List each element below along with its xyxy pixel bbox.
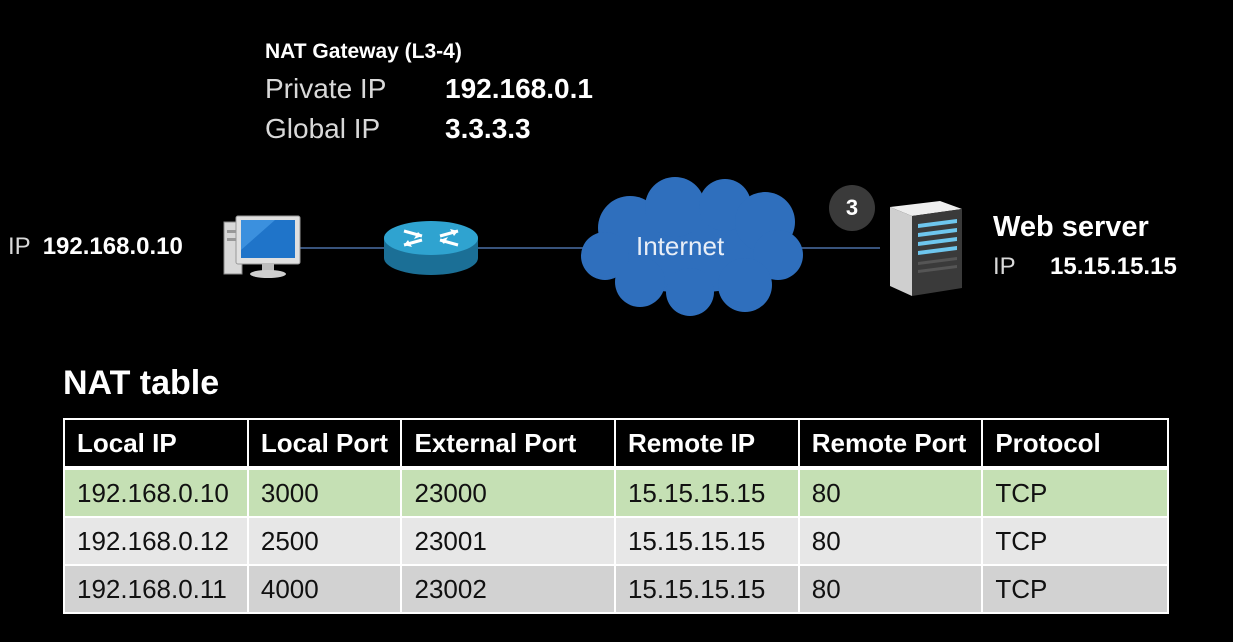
router-icon [384, 221, 478, 275]
header-remote-ip: Remote IP [613, 418, 800, 470]
table-row: 192.168.0.12 2500 23001 15.15.15.15 80 T… [63, 516, 1169, 566]
table-cell: 80 [797, 516, 984, 566]
gateway-global-ip-row: Global IP 3.3.3.3 [265, 113, 531, 145]
table-row: 192.168.0.10 3000 23000 15.15.15.15 80 T… [63, 467, 1169, 518]
server-title: Web server [993, 211, 1149, 243]
table-cell: 4000 [246, 564, 403, 614]
cloud-icon [581, 177, 803, 316]
table-cell: 23001 [400, 516, 616, 566]
global-ip-label: Global IP [265, 113, 381, 144]
nat-table-title: NAT table [63, 364, 220, 402]
table-row: 192.168.0.11 4000 23002 15.15.15.15 80 T… [63, 564, 1169, 614]
global-ip-value: 3.3.3.3 [445, 113, 531, 144]
nat-table: Local IP Local Port External Port Remote… [63, 418, 1169, 614]
table-cell: 15.15.15.15 [613, 564, 800, 614]
gateway-title: NAT Gateway (L3-4) [265, 40, 462, 63]
table-cell: 80 [797, 564, 984, 614]
client-ip: IP 192.168.0.10 [8, 233, 183, 261]
table-header-row: Local IP Local Port External Port Remote… [63, 418, 1169, 470]
header-protocol: Protocol [981, 418, 1169, 470]
table-cell: 192.168.0.10 [63, 467, 249, 518]
table-cell: 3000 [246, 467, 403, 518]
table-cell: 80 [797, 467, 984, 518]
table-cell: TCP [981, 516, 1169, 566]
header-local-ip: Local IP [63, 418, 249, 470]
server-icon [890, 201, 962, 296]
client-ip-value: 192.168.0.10 [42, 233, 183, 260]
header-local-port: Local Port [246, 418, 403, 470]
desktop-computer-icon [223, 215, 301, 278]
private-ip-label: Private IP [265, 73, 387, 104]
table-cell: 15.15.15.15 [613, 467, 800, 518]
table-cell: 192.168.0.11 [63, 564, 249, 614]
client-ip-label: IP [8, 233, 31, 260]
table-cell: TCP [981, 564, 1169, 614]
server-ip-label: IP [993, 253, 1016, 280]
table-cell: 23000 [400, 467, 616, 518]
step-badge: 3 [829, 185, 875, 231]
internet-label: Internet [636, 231, 725, 261]
table-cell: 192.168.0.12 [63, 516, 249, 566]
private-ip-value: 192.168.0.1 [445, 73, 593, 104]
table-cell: TCP [981, 467, 1169, 518]
table-cell: 15.15.15.15 [613, 516, 800, 566]
table-cell: 2500 [246, 516, 403, 566]
server-ip-value: 15.15.15.15 [1050, 253, 1177, 280]
header-external-port: External Port [400, 418, 616, 470]
gateway-private-ip-row: Private IP 192.168.0.1 [265, 73, 593, 105]
server-ip: IP 15.15.15.15 [993, 253, 1177, 281]
header-remote-port: Remote Port [797, 418, 984, 470]
table-cell: 23002 [400, 564, 616, 614]
